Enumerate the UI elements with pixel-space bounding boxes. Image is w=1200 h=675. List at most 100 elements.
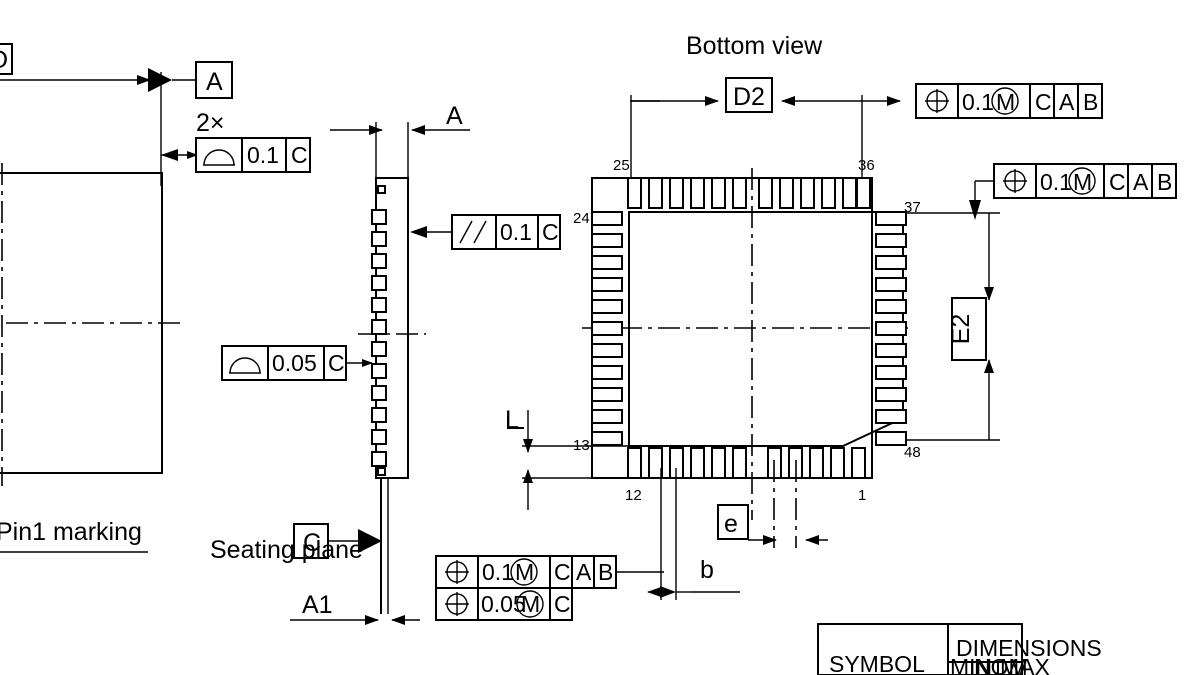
dimension-arrow-b [660, 586, 676, 598]
pin-pad [875, 255, 907, 270]
fcf-tolerance-lead-row2: 0.05 [481, 591, 526, 617]
fcf-position-e2: 0.1 M C A B [969, 163, 1177, 220]
pin-pad [779, 177, 794, 209]
fcf-cell-datum1-d2 [1029, 83, 1055, 119]
pin-number-bottom-left: 12 [625, 487, 642, 504]
fcf-cell-datum-parallel [537, 214, 561, 250]
pin-pad [591, 277, 623, 292]
datum-label-c: C [303, 529, 321, 557]
side-pad [371, 363, 387, 379]
fcf-tolerance-e2: 0.1 [1040, 169, 1072, 195]
pin-number-bottom-right: 1 [858, 487, 866, 504]
fcf-cell-datum3-d2 [1077, 83, 1103, 119]
datum-c-group: C [293, 523, 382, 559]
bottom-view-title: Bottom view [686, 32, 823, 60]
pin-pad [591, 255, 623, 270]
side-pad [371, 275, 387, 291]
side-pad [371, 319, 387, 335]
pin-pad [591, 321, 623, 336]
fcf-arrow-e2 [969, 200, 981, 220]
pin-pad [591, 387, 623, 402]
fcf-cell-datum2-e2 [1127, 163, 1153, 199]
pin-pad [627, 177, 642, 209]
pin-pad [732, 177, 747, 209]
pin-pad [842, 177, 857, 209]
fcf-modifier-lead-row1: M [515, 559, 534, 585]
fcf-cell-tolerance-parallel [495, 214, 539, 250]
dimension-label-L-bracket [507, 416, 524, 429]
fcf-arrow-parallel [410, 226, 427, 238]
fcf-cell-symbol-coplanarity-top [195, 137, 243, 173]
parallel-icon-stroke1 [459, 220, 473, 244]
mmc-modifier-circle-row2 [516, 590, 544, 618]
pin-number-top-left: 25 [613, 157, 630, 174]
fcf-datum1-d2: C [1035, 89, 1052, 115]
dimension-b-group: b [647, 468, 740, 600]
pin-row-bottom [627, 447, 866, 479]
top-view-group: D A 2× 0.1 C [0, 43, 311, 553]
profile-arc-icon-side [229, 357, 261, 374]
table-column-nom: NOM [974, 654, 1028, 675]
pin-pad [732, 447, 747, 479]
pin-number-top-right: 36 [858, 157, 875, 174]
pin-pad [875, 343, 907, 358]
table-header-dimensions: DIMENSIONS [956, 635, 1102, 661]
pin-row-top [627, 177, 871, 209]
fcf-cell-tolerance-lead-row1 [477, 555, 551, 589]
fcf-datum1-e2: C [1109, 169, 1126, 195]
pin-pad [627, 447, 642, 479]
side-pad [371, 451, 387, 467]
fcf-cell-datum1-lead-row2 [549, 587, 573, 621]
datum-triangle-c [358, 529, 382, 553]
fcf-datum2-lead-row1: A [576, 559, 592, 585]
dimension-label-b: b [700, 556, 714, 584]
fcf-cell-datum3-e2 [1151, 163, 1177, 199]
pin-pad [875, 321, 907, 336]
fcf-cell-tolerance-e2 [1035, 163, 1105, 199]
table-cell-symbol [817, 623, 1023, 675]
dimension-box-D [0, 43, 13, 75]
profile-arc-icon [203, 149, 235, 166]
pin-pad [875, 277, 907, 292]
dimension-e-group: e [717, 460, 828, 548]
fcf-modifier-d2: M [996, 89, 1015, 115]
dimension-L-group: L [505, 406, 630, 510]
dimension-box-E2 [951, 297, 987, 361]
pin-pad [591, 211, 623, 226]
dimension-box-e [717, 504, 749, 540]
fcf-coplanarity-side: 0.05 C [221, 345, 373, 381]
fcf-cell-symbol-coplanarity-side [221, 345, 269, 381]
pin-pad [821, 177, 836, 209]
datum-box-a [195, 61, 233, 99]
fcf-tolerance-coplanarity-side: 0.05 [272, 350, 317, 376]
side-pad-corner-top [377, 185, 386, 194]
fcf-coplanarity-top-left: 0.1 C [161, 137, 311, 173]
fcf-datum2-e2: A [1133, 169, 1149, 195]
pin-pad [800, 177, 815, 209]
fcf-datum3-e2: B [1157, 169, 1172, 195]
pin-pad [758, 177, 773, 209]
pin-pad [830, 447, 845, 479]
dimension-box-D2 [725, 77, 773, 113]
pin-pad [591, 431, 623, 446]
pin-pad [856, 177, 871, 209]
fcf-datum1-lead-row1: C [554, 559, 571, 585]
side-view-pads [371, 185, 387, 476]
fcf-datum-coplanarity-top: C [291, 142, 308, 168]
pin-number-right-top: 37 [904, 199, 921, 216]
fcf-datum2-d2: A [1059, 89, 1075, 115]
datum-label-a: A [206, 68, 223, 96]
fcf-cell-datum-coplanarity-top [285, 137, 311, 173]
fcf-datum-parallel: C [542, 219, 559, 245]
pin-number-right-bottom: 48 [904, 444, 921, 461]
fcf-modifier-e2: M [1073, 169, 1092, 195]
fcf-tolerance-coplanarity-top: 0.1 [247, 142, 279, 168]
side-pad-corner-bottom [377, 467, 386, 476]
side-pad [371, 253, 387, 269]
pin-pad [591, 233, 623, 248]
pin-row-left [591, 211, 623, 446]
dimension-label-L: L [505, 406, 519, 434]
pin-pad [711, 447, 726, 479]
